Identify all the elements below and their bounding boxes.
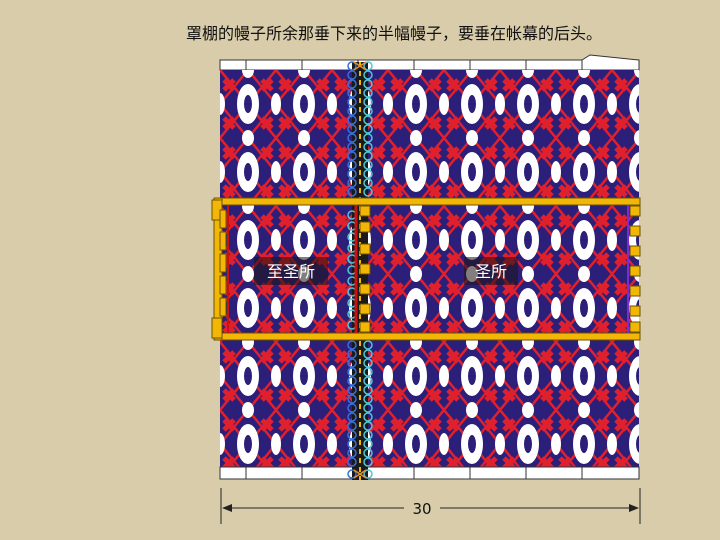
top-curtain-edge bbox=[219, 54, 640, 71]
most-holy-place-label-bg bbox=[254, 257, 328, 285]
tabernacle-frame bbox=[211, 197, 641, 341]
dimension-line bbox=[220, 488, 641, 524]
most-holy-place-label: 至圣所 bbox=[267, 262, 315, 281]
holy-place-label-bg bbox=[464, 257, 518, 285]
dimension-label: 30 bbox=[412, 500, 431, 518]
caption: 罩棚的幔子所余那垂下来的半幅幔子，要垂在帐幕的后头。 bbox=[186, 24, 603, 43]
holy-place-label: 圣所 bbox=[475, 262, 507, 281]
bottom-curtain-edge bbox=[219, 466, 640, 480]
